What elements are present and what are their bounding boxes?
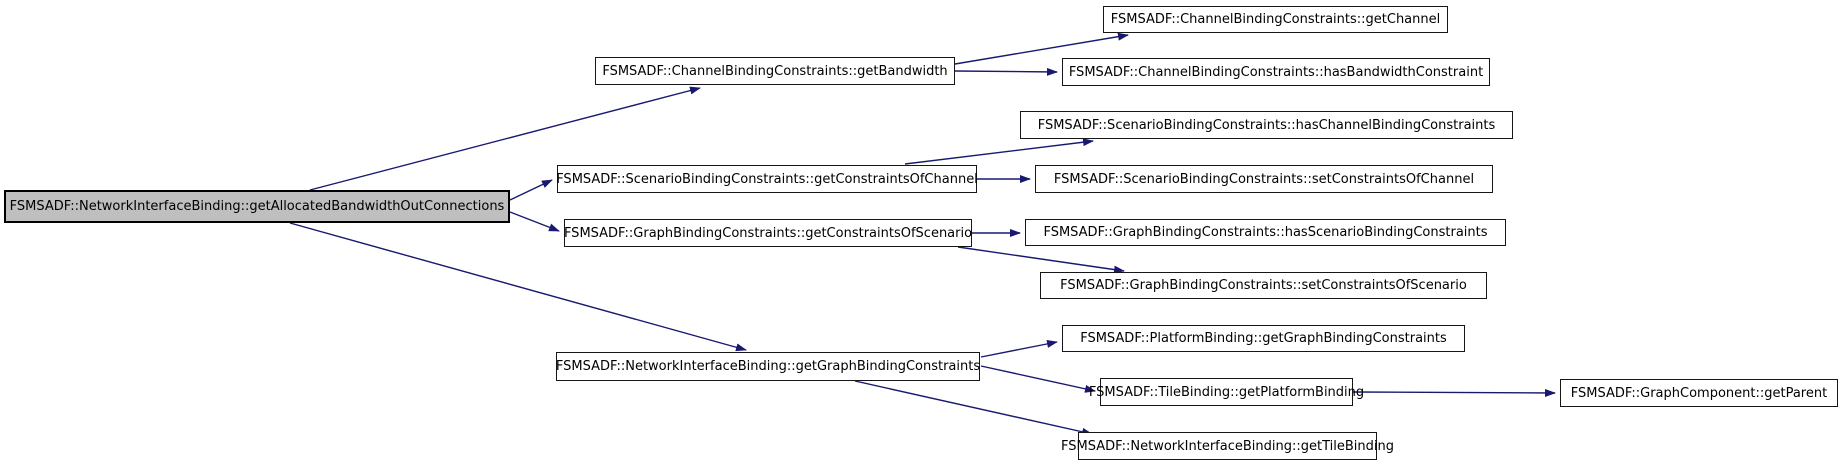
edge-getBandwidth-to-getChannel xyxy=(954,32,1129,65)
edge-root-to-getConstraintsOfChannel xyxy=(509,179,553,201)
node-hasBandwidthConstraint[interactable]: FSMSADF::ChannelBindingConstraints::hasB… xyxy=(1062,58,1490,86)
node-getConstraintsOfScenario[interactable]: FSMSADF::GraphBindingConstraints::getCon… xyxy=(564,219,972,247)
edge-getConstraintsOfChannel-to-hasChannelBindingConstraints xyxy=(904,138,1094,165)
edge-getGraphBindingConstraints-to-getTileBinding xyxy=(854,380,1093,436)
node-getBandwidth[interactable]: FSMSADF::ChannelBindingConstraints::getB… xyxy=(595,57,955,85)
edge-root-to-getConstraintsOfScenario xyxy=(509,211,560,232)
node-setConstraintsOfChannel[interactable]: FSMSADF::ScenarioBindingConstraints::set… xyxy=(1035,165,1493,193)
edge-getGraphBindingConstraints-to-getPlatformBinding xyxy=(980,365,1096,393)
node-getGraphBindingConstraints[interactable]: FSMSADF::NetworkInterfaceBinding::getGra… xyxy=(556,352,980,381)
edge-root-to-getBandwidth xyxy=(309,86,701,191)
node-getChannel[interactable]: FSMSADF::ChannelBindingConstraints::getC… xyxy=(1103,6,1448,33)
node-hasScenarioBindingConstraints[interactable]: FSMSADF::GraphBindingConstraints::hasSce… xyxy=(1025,219,1506,246)
node-hasChannelBindingConstraints[interactable]: FSMSADF::ScenarioBindingConstraints::has… xyxy=(1020,111,1513,139)
edge-getBandwidth-to-hasBandwidthConstraint xyxy=(954,67,1058,76)
node-getParent[interactable]: FSMSADF::GraphComponent::getParent xyxy=(1560,379,1838,407)
edge-getConstraintsOfScenario-to-setConstraintsOfScenario xyxy=(957,246,1125,274)
edge-getPlatformBinding-to-getParent xyxy=(1352,388,1556,397)
node-getAllocatedBandwidthOutConnections: FSMSADF::NetworkInterfaceBinding::getAll… xyxy=(4,190,510,223)
node-setConstraintsOfScenario[interactable]: FSMSADF::GraphBindingConstraints::setCon… xyxy=(1040,272,1487,299)
edge-getGraphBindingConstraints-to-pb-getGraphBindingConstraints xyxy=(980,340,1058,358)
node-getTileBinding[interactable]: FSMSADF::NetworkInterfaceBinding::getTil… xyxy=(1061,432,1394,460)
node-getPlatformBinding[interactable]: FSMSADF::TileBinding::getPlatformBinding xyxy=(1089,378,1364,406)
node-pb-getGraphBindingConstraints[interactable]: FSMSADF::PlatformBinding::getGraphBindin… xyxy=(1062,325,1465,352)
edge-root-to-getGraphBindingConstraints xyxy=(289,222,747,352)
node-getConstraintsOfChannel[interactable]: FSMSADF::ScenarioBindingConstraints::get… xyxy=(556,165,978,193)
